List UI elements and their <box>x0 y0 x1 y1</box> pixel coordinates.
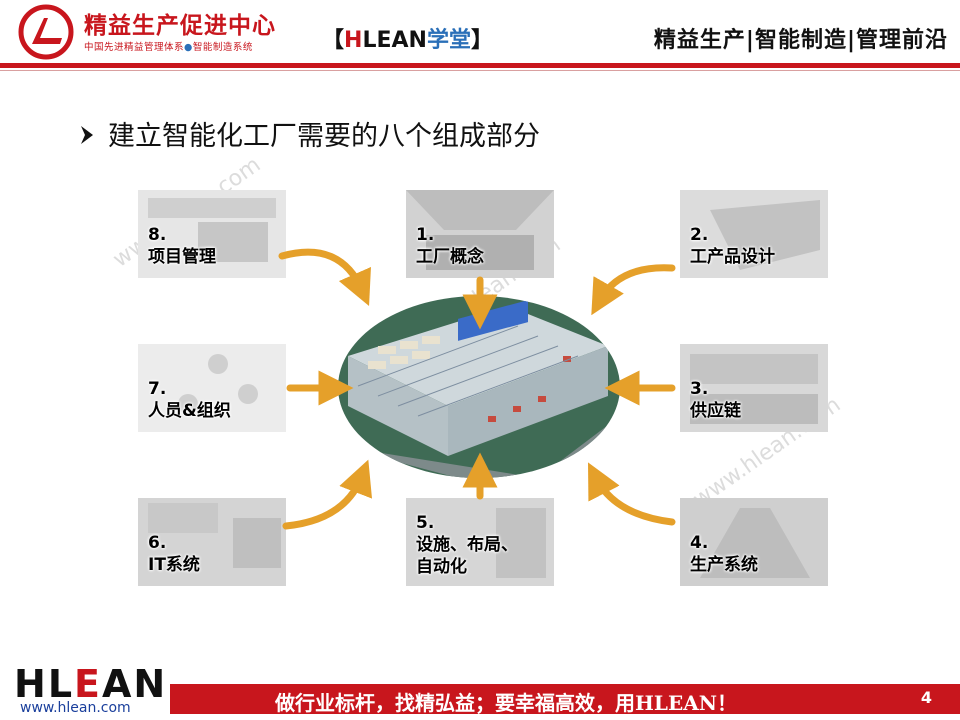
component-tile-product-design: 2.工产品设计 <box>680 190 828 278</box>
bullet-arrow-icon <box>81 126 93 144</box>
tile-background-image <box>680 190 828 278</box>
tile-label: 8.项目管理 <box>148 225 216 267</box>
arrow-8 <box>278 248 371 307</box>
header: 精益生产促进中心 中国先进精益管理体系●智能制造系统 【HLEAN学堂】 精益生… <box>0 0 960 71</box>
tile-background-image <box>406 190 554 278</box>
tile-label: 2.工产品设计 <box>690 225 775 267</box>
header-divider <box>0 63 960 68</box>
page-number: 4 <box>920 688 932 707</box>
tile-label: 5.设施、布局、自动化 <box>416 513 518 577</box>
brand-label: 【HLEAN学堂】 <box>322 28 493 53</box>
tile-background-image <box>138 498 286 586</box>
tile-background-image <box>680 498 828 586</box>
org-subtitle: 中国先进精益管理体系●智能制造系统 <box>84 42 253 53</box>
component-tile-production-system: 4.生产系统 <box>680 498 828 586</box>
arrow-4 <box>587 462 676 526</box>
component-tile-factory-concept: 1.工厂概念 <box>406 190 554 278</box>
header-tagline: 精益生产|智能制造|管理前沿 <box>653 28 948 53</box>
component-tile-project-management: 8.项目管理 <box>138 190 286 278</box>
component-tile-supply-chain: 3.供应链 <box>680 344 828 432</box>
tile-label: 6.IT系统 <box>148 533 200 575</box>
tile-background-image <box>138 190 286 278</box>
component-tile-facility-layout-automation: 5.设施、布局、自动化 <box>406 498 554 586</box>
footer-url-link[interactable]: www.hlean.com <box>20 700 131 716</box>
footer-slogan: 做行业标杆，找精弘益；要幸福高效，用HLEAN！ <box>275 691 738 715</box>
slide-title: 建立智能化工厂需要的八个组成部分 <box>80 114 540 153</box>
component-tile-people-organization: 7.人员&组织 <box>138 344 286 432</box>
tile-label: 7.人员&组织 <box>148 379 231 421</box>
tile-background-image <box>680 344 828 432</box>
arrow-6 <box>282 459 373 530</box>
footer-logo: HLEAN <box>14 662 168 706</box>
tile-label: 3.供应链 <box>690 379 741 421</box>
tile-background-image <box>406 498 554 586</box>
tile-background-image <box>138 344 286 432</box>
smart-factory-illustration <box>338 296 620 478</box>
tile-label: 1.工厂概念 <box>416 225 484 267</box>
component-tile-it-system: 6.IT系统 <box>138 498 286 586</box>
header-divider-thin <box>0 70 960 71</box>
org-name: 精益生产促进中心 <box>84 13 276 39</box>
hlean-logo-icon <box>18 4 74 60</box>
tile-label: 4.生产系统 <box>690 533 758 575</box>
footer-bar <box>170 684 960 714</box>
